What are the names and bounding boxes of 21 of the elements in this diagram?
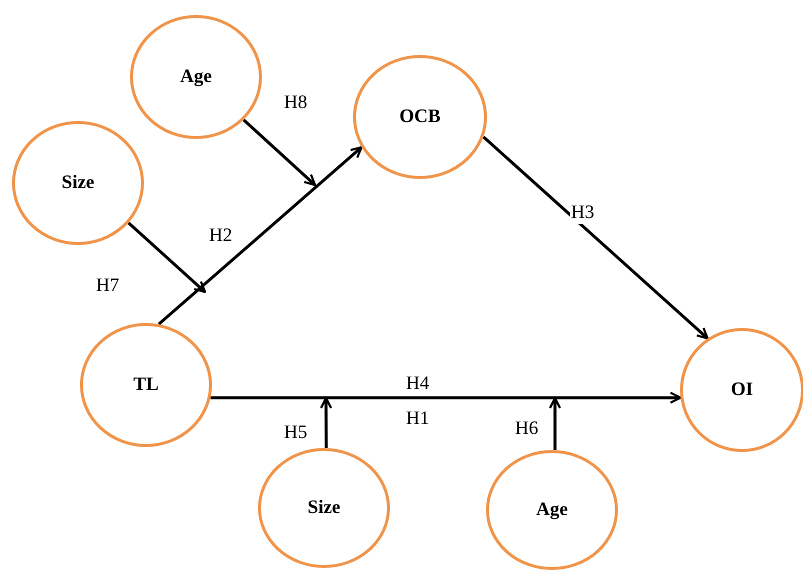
- arrow: [128, 222, 206, 294]
- edge-label: H3: [570, 203, 596, 224]
- arrow: [242, 118, 316, 186]
- arrow: [210, 392, 682, 404]
- variable-ellipse: [353, 55, 487, 179]
- variable-ellipse: [486, 450, 618, 570]
- variable-label: Size: [62, 172, 94, 194]
- variable-ellipse: [258, 448, 390, 568]
- arrow: [158, 146, 363, 326]
- arrow: [320, 396, 332, 448]
- variable-ellipse: [130, 15, 262, 139]
- variable-label: TL: [133, 374, 159, 396]
- variable-label: OCB: [399, 106, 441, 128]
- arrow: [548, 396, 562, 450]
- variable-label: Age: [180, 66, 212, 88]
- variable-ellipse: [80, 323, 212, 447]
- arrow: [482, 136, 709, 340]
- variable-label: Size: [308, 497, 340, 519]
- variable-label: Age: [536, 499, 568, 521]
- variable-ellipse: [12, 121, 144, 245]
- variable-label: OI: [730, 379, 754, 401]
